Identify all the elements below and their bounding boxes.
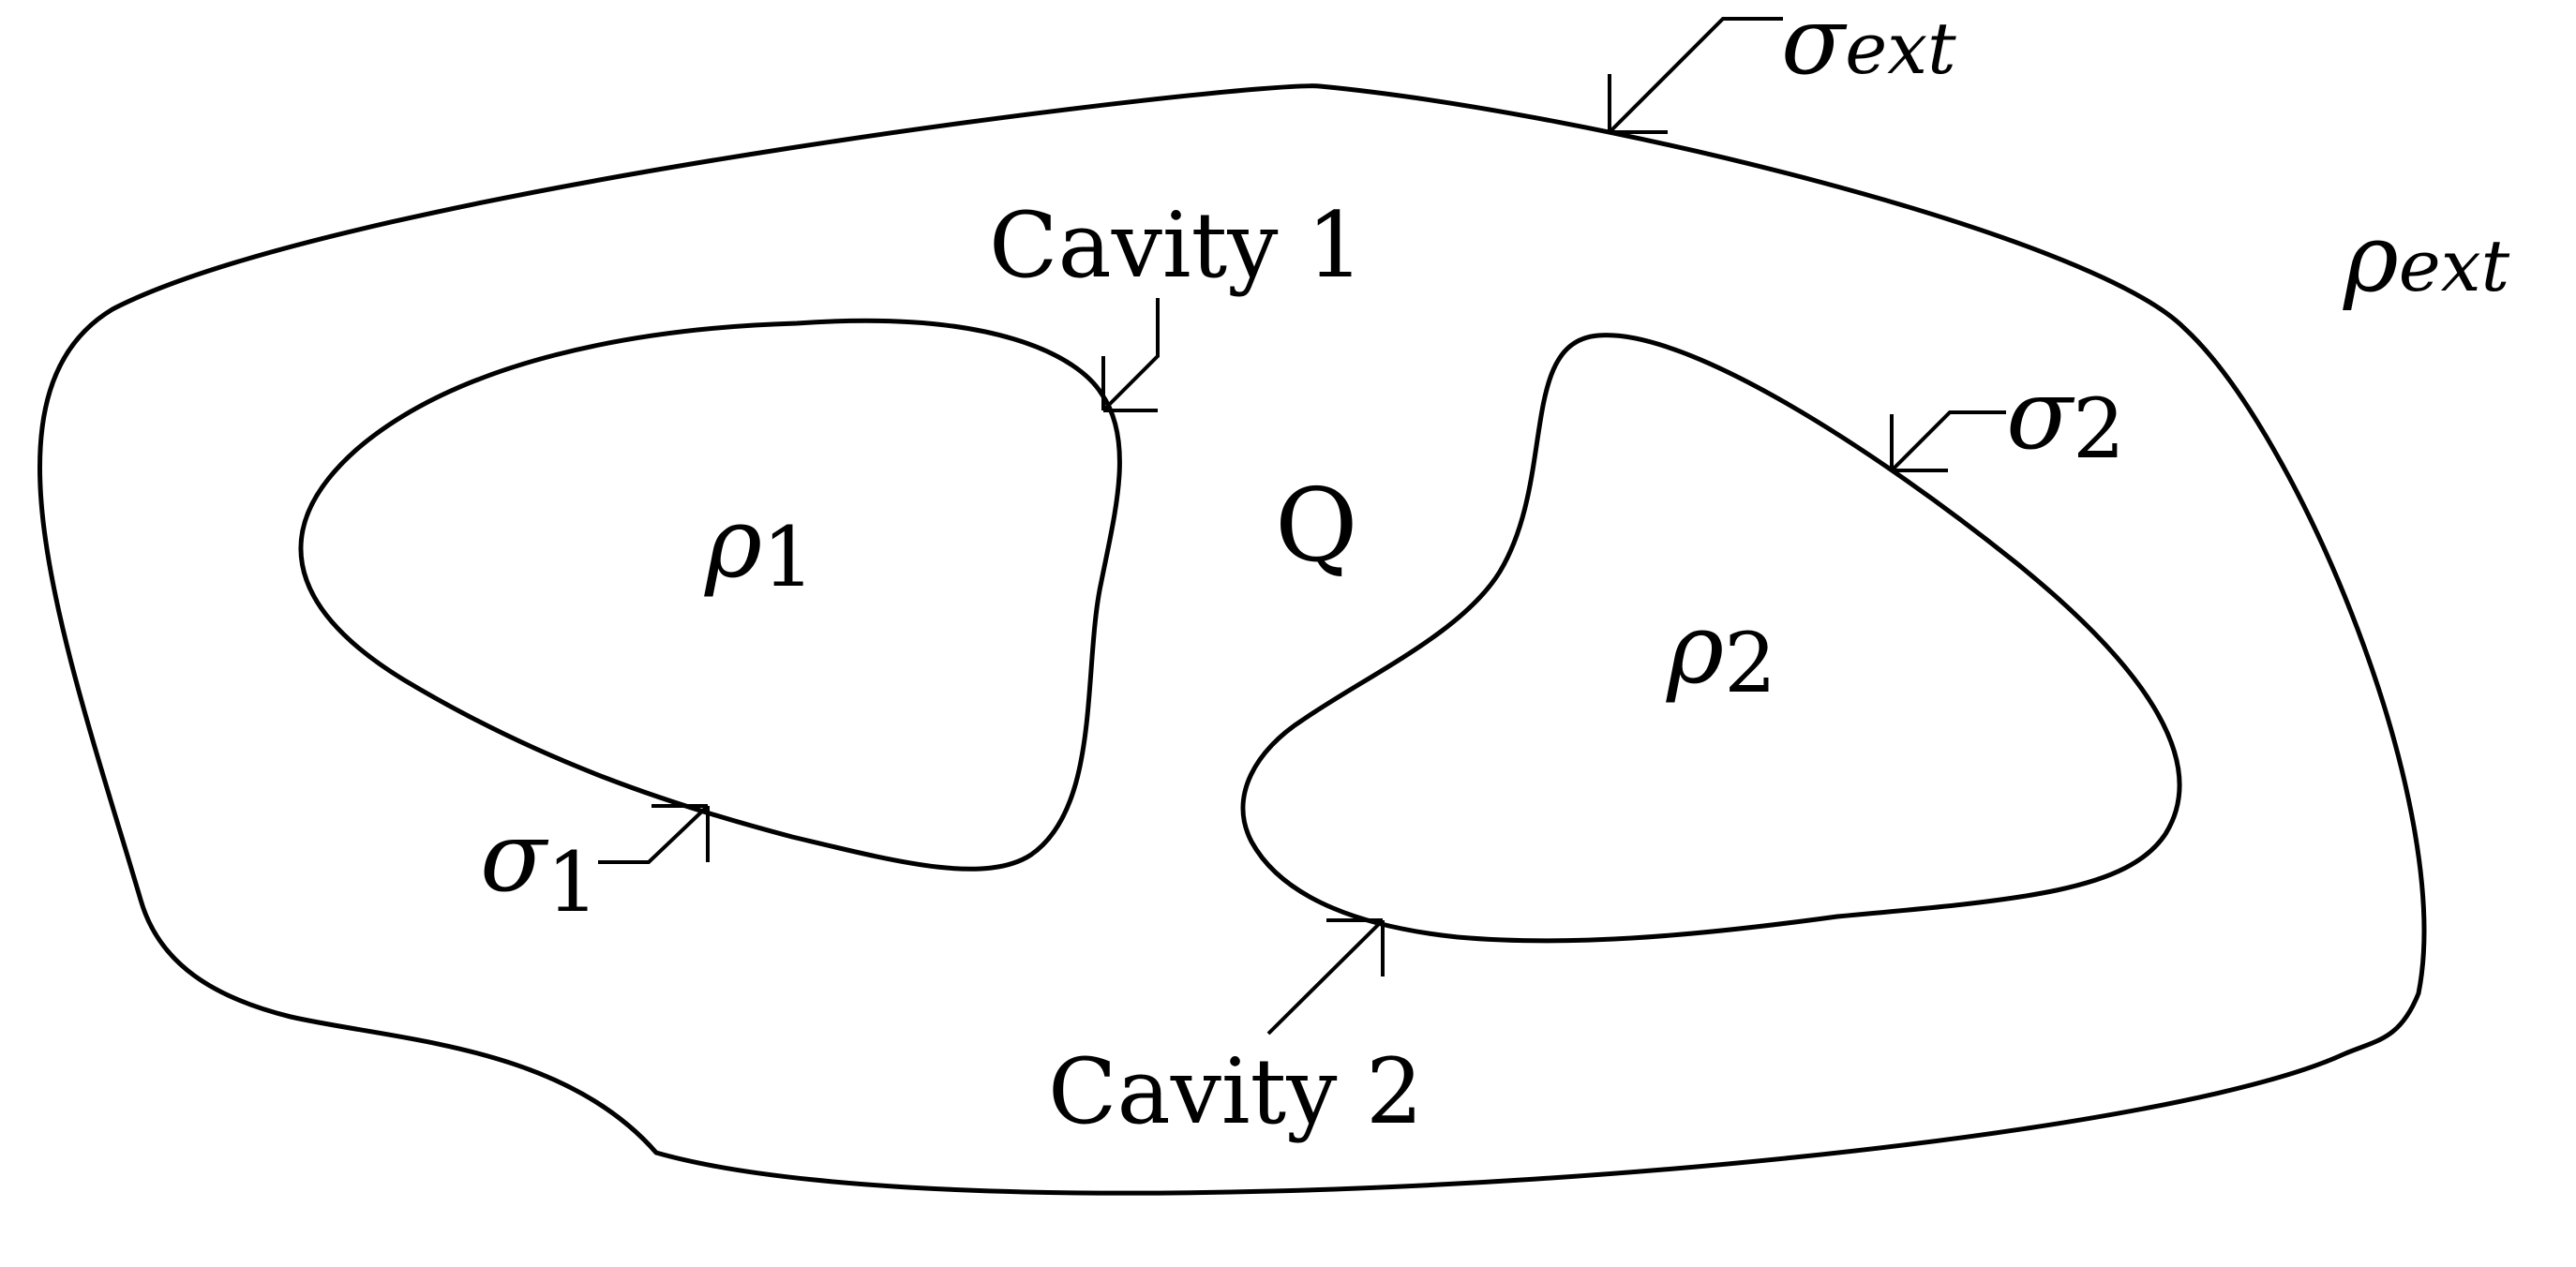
sigma2-pointer	[1890, 410, 2006, 472]
cavity1-label: Cavity 1	[989, 193, 1364, 298]
sigma1-pointer	[598, 804, 710, 864]
rho1-label: ρ1	[704, 485, 815, 605]
outer-boundary	[37, 83, 2427, 1196]
medium-label: Q	[1275, 468, 1358, 585]
cavity1-boundary	[298, 318, 1122, 872]
rho2-label: ρ2	[1666, 591, 1776, 711]
cavity2-pointer	[1266, 918, 1385, 1036]
sigma-ext-pointer	[1608, 17, 1783, 134]
rho-ext-label: ρext	[2343, 203, 2510, 313]
sigma-ext-label: σext	[1781, 0, 1956, 96]
cavity2-boundary	[1240, 333, 2182, 944]
sigma2-label: σ2	[2006, 357, 2125, 477]
cavity1-pointer	[1101, 298, 1160, 412]
cavity2-label: Cavity 2	[1048, 1039, 1423, 1144]
sigma1-label: σ1	[480, 799, 599, 931]
